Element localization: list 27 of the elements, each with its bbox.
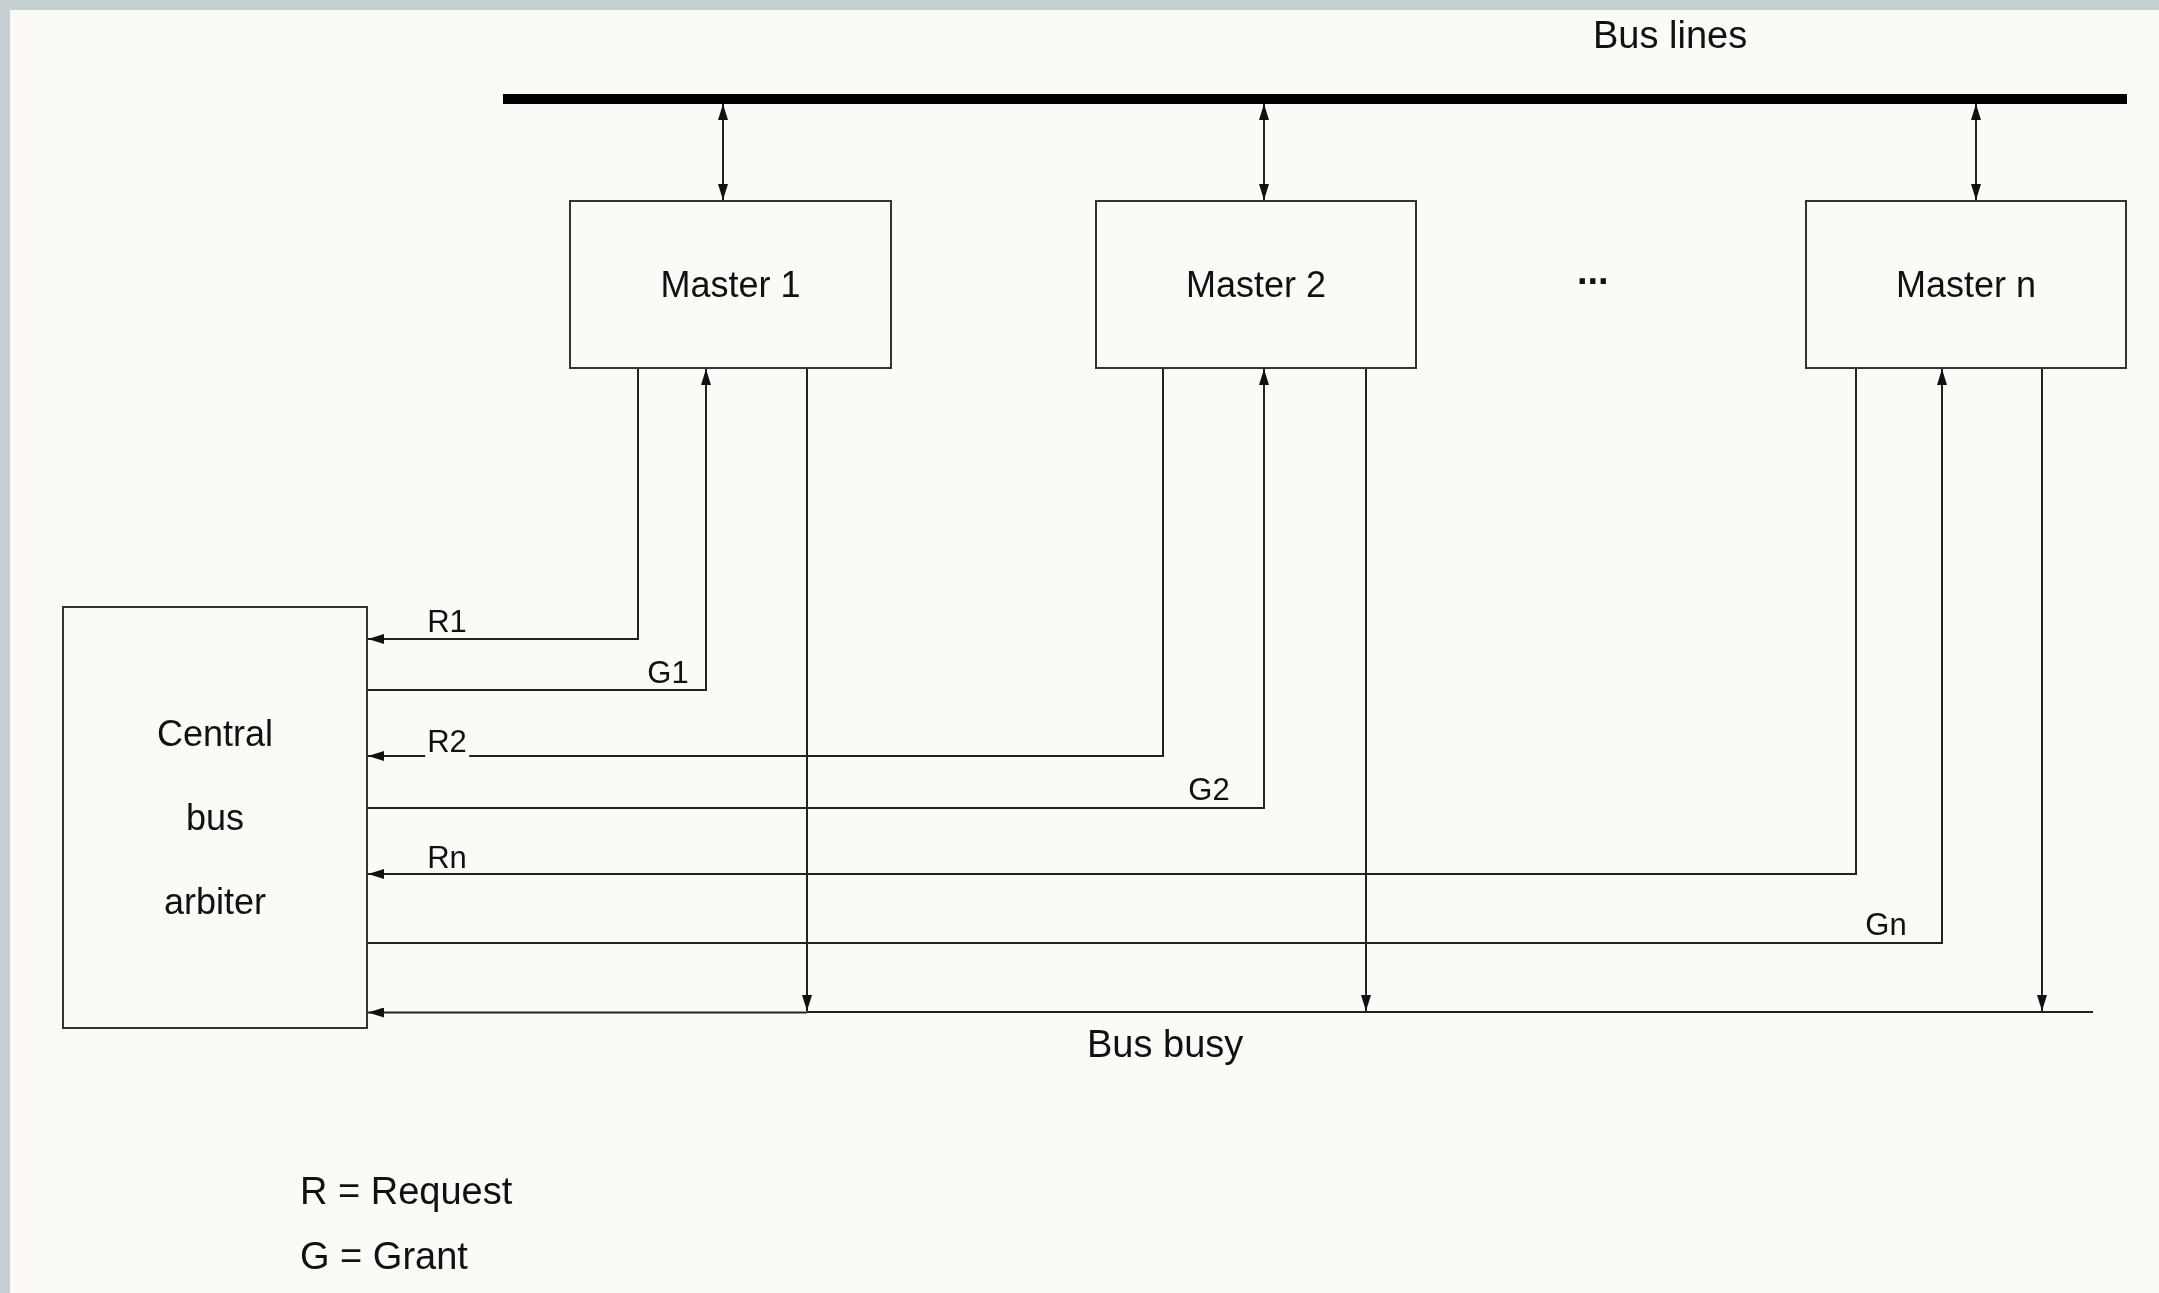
ellipsis: ... xyxy=(1577,250,1609,293)
arrow xyxy=(367,1007,808,1018)
box-label: Master 1 xyxy=(660,263,801,306)
arrow xyxy=(1361,368,1371,1012)
legend-note: G = Grant xyxy=(300,1235,468,1278)
bus-label: Bus lines xyxy=(1593,14,1748,57)
arrow xyxy=(367,368,1857,879)
arrow xyxy=(1259,103,1269,201)
box-label: Master 2 xyxy=(1185,263,1326,306)
box-label: Central bus arbiter xyxy=(155,711,275,924)
arrow xyxy=(367,368,1947,944)
arrow xyxy=(367,368,1164,761)
arrow xyxy=(367,368,711,691)
edge-label: R2 xyxy=(425,727,469,757)
bus-busy-label: Bus busy xyxy=(1087,1023,1244,1066)
arrow xyxy=(367,368,1269,809)
master-box xyxy=(569,200,892,369)
arrow xyxy=(802,368,812,1012)
legend-note: R = Request xyxy=(300,1170,513,1213)
arrow xyxy=(367,368,639,644)
arbiter-box xyxy=(62,606,368,1029)
arrow xyxy=(1971,103,1981,201)
arrow xyxy=(718,103,728,201)
master-box xyxy=(1805,200,2127,369)
box-label: Master n xyxy=(1895,263,2036,306)
arrow xyxy=(2037,368,2047,1012)
master-box xyxy=(1095,200,1417,369)
